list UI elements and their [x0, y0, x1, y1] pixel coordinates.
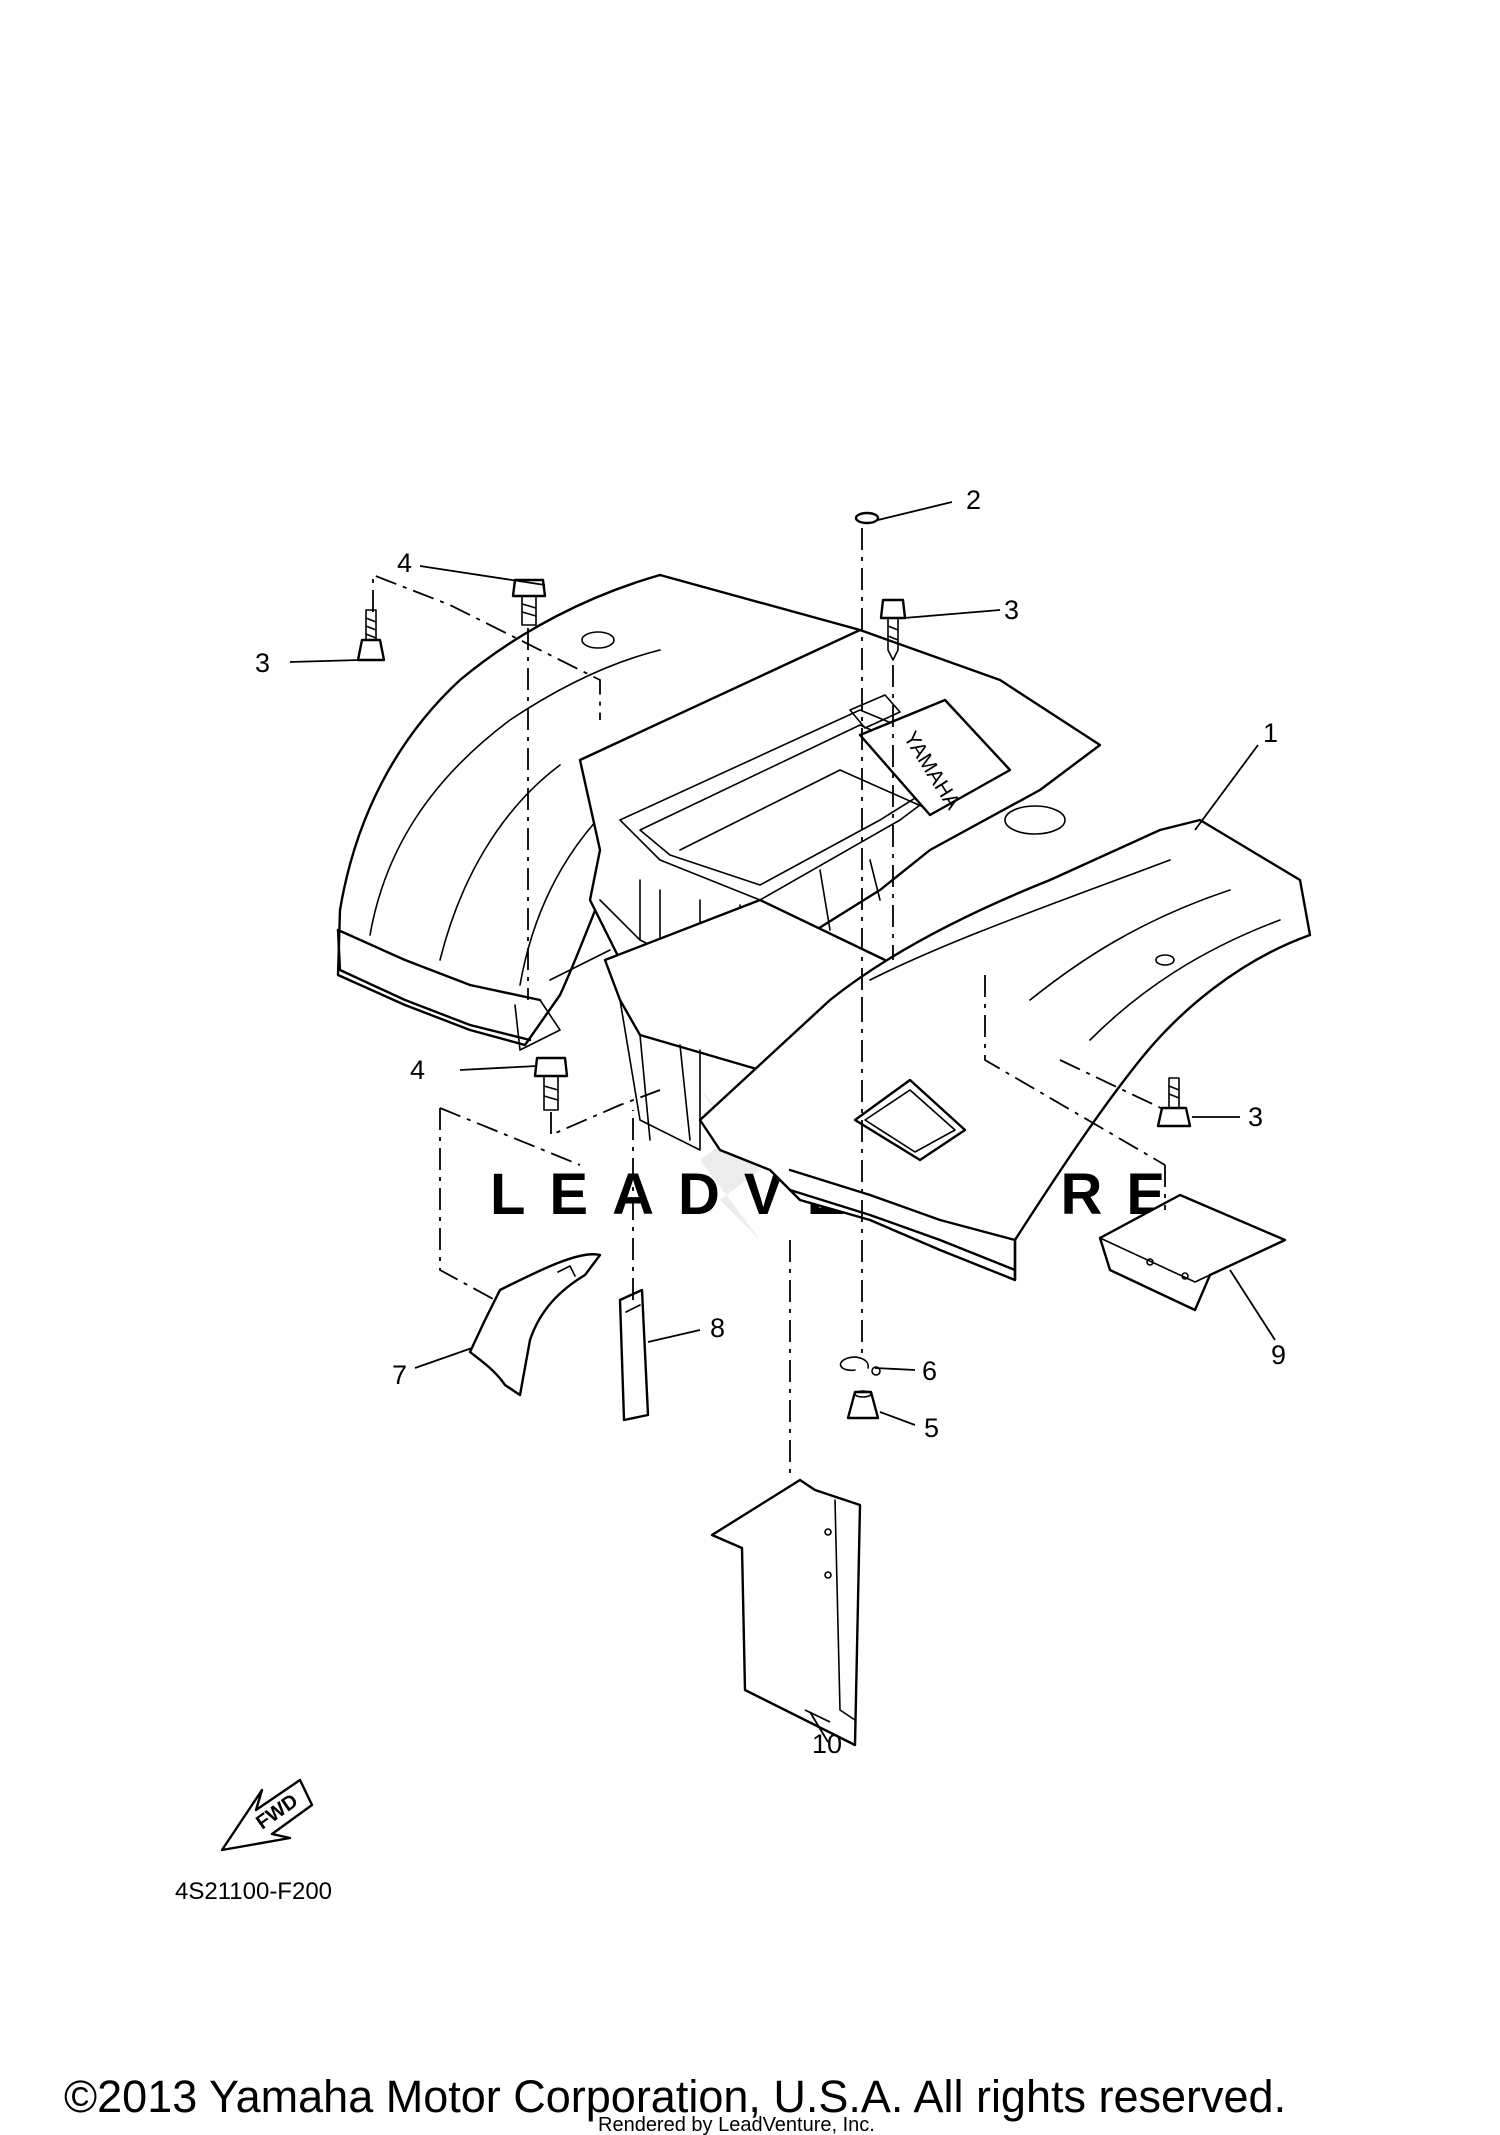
- callouts: 1 2 3 3 3 4 4 5 6 7 8 9 10: [255, 485, 1286, 1759]
- assembly-lines: [372, 528, 1166, 1480]
- callout-3-center[interactable]: 3: [1004, 595, 1019, 625]
- callout-4-bottom[interactable]: 4: [410, 1055, 425, 1085]
- callout-6[interactable]: 6: [922, 1356, 937, 1386]
- forward-arrow: FWD: [220, 1778, 314, 1852]
- callout-2[interactable]: 2: [966, 485, 981, 515]
- bolt-part-4-top[interactable]: [511, 578, 547, 626]
- diagram-code: 4S21100-F200: [175, 1878, 332, 1905]
- bolt-part-4-bottom[interactable]: [533, 1056, 569, 1111]
- rendered-by-notice: Rendered by LeadVenture, Inc.: [598, 2114, 875, 2135]
- callout-1[interactable]: 1: [1263, 718, 1278, 748]
- strip-part-8[interactable]: [618, 1288, 650, 1422]
- callout-7[interactable]: 7: [392, 1360, 407, 1390]
- panel-part-10[interactable]: [710, 1478, 862, 1747]
- guard-part-9[interactable]: [1098, 1193, 1287, 1312]
- callout-5[interactable]: 5: [924, 1413, 939, 1443]
- clip-part-6[interactable]: [839, 1356, 881, 1376]
- callout-9[interactable]: 9: [1271, 1340, 1286, 1370]
- watermark-logo: [700, 1090, 760, 1240]
- bolt-part-3-left[interactable]: [356, 609, 386, 662]
- leader-lines: [289, 501, 1276, 1743]
- rear-fender-part-1[interactable]: YAMAHA: [336, 573, 1312, 1282]
- callout-3-right[interactable]: 3: [1248, 1102, 1263, 1132]
- grommet-part-5[interactable]: [846, 1390, 880, 1420]
- callout-4-top[interactable]: 4: [397, 548, 412, 578]
- callout-10[interactable]: 10: [812, 1729, 842, 1759]
- callout-3-left[interactable]: 3: [255, 648, 270, 678]
- cap-part-2[interactable]: [854, 511, 880, 525]
- callout-8[interactable]: 8: [710, 1313, 725, 1343]
- bolt-part-3-right[interactable]: [1156, 1077, 1192, 1128]
- bolt-part-3-center[interactable]: [879, 598, 907, 661]
- copyright-notice: ©2013 Yamaha Motor Corporation, U.S.A. A…: [64, 2071, 1286, 2122]
- flap-part-7[interactable]: [468, 1253, 602, 1397]
